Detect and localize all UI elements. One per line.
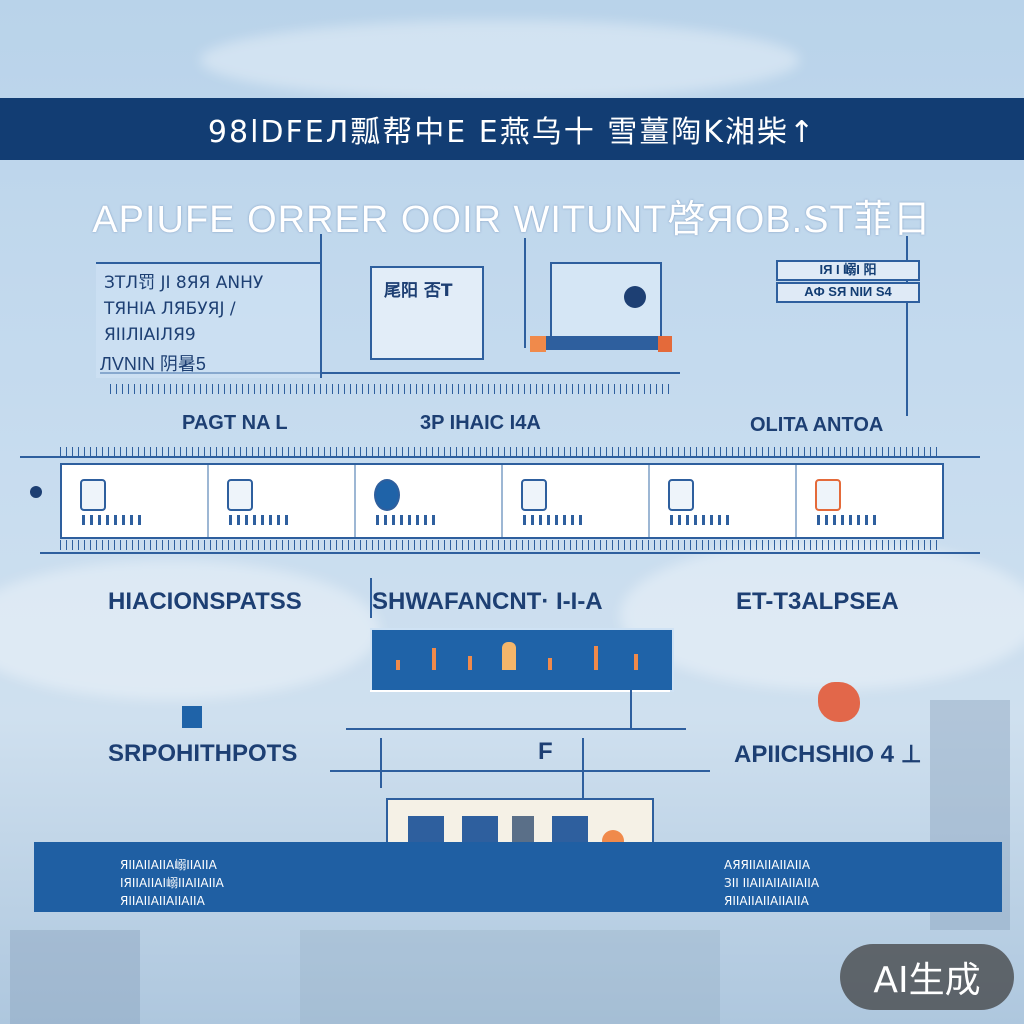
- monitor-graphic: [550, 262, 662, 342]
- window: [462, 816, 498, 846]
- connector-line: [370, 578, 372, 618]
- connector-line: [346, 728, 686, 730]
- indicator-dots: [82, 515, 142, 525]
- window: [552, 816, 588, 846]
- tick-rail: [60, 447, 940, 457]
- activity-mark: [548, 658, 552, 670]
- background-cloud: [200, 20, 800, 100]
- bottom-right-line: ЗII IIAIIAIIAIIAIIA: [724, 876, 820, 890]
- label-upper-mid: 3P IHAIC I4A: [420, 412, 541, 434]
- activity-mark: [502, 642, 516, 670]
- chart-icon: [227, 479, 253, 511]
- document-icon: [521, 479, 547, 511]
- label-low-center: F: [538, 738, 553, 765]
- top-banner: 98lDFЕЛ瓢帮中E E燕乌十 雪薑陶K湘柴↑: [0, 98, 1024, 160]
- tick-rail: [60, 540, 940, 550]
- indicator-dots: [817, 515, 877, 525]
- bottom-left-text: ЯIIAIIAIIA嵶IIAIIA IЯIIAIIAI嵶IIAIIAIIA ЯI…: [120, 856, 224, 910]
- indicator-dots: [523, 515, 583, 525]
- module-strip: [60, 463, 944, 539]
- connector-line: [630, 690, 632, 730]
- left-panel-line: ЛVNIN 阴暑5: [100, 354, 206, 374]
- bottom-left-line: ЯIIAIIAIIAIIAIIA: [120, 894, 205, 908]
- warning-marker: [530, 336, 546, 352]
- bottom-left-line: IЯIIAIIAI嵶IIAIIAIIA: [120, 876, 224, 890]
- center-info-box: 尾阳 否T: [370, 266, 484, 360]
- monitor-base: [530, 336, 670, 350]
- connector-line: [906, 236, 908, 416]
- background-cloud: [0, 560, 380, 700]
- indicator-dots: [376, 515, 436, 525]
- camera-icon: [624, 286, 646, 308]
- connector-line: [524, 238, 526, 348]
- module-card: [503, 465, 650, 537]
- label-upper-right: OLITA ANTOA: [750, 414, 884, 436]
- label-mid-left: HIACIONSPATSS: [108, 588, 302, 615]
- indicator-dots: [229, 515, 289, 525]
- bottom-info-band: ЯIIAIIAIIA嵶IIAIIA IЯIIAIIAI嵶IIAIIAIIA ЯI…: [34, 842, 1002, 912]
- alert-icon: [815, 479, 841, 511]
- left-panel-line: ЗТЛ罚 JI 8ЯЯ ANНУ: [104, 273, 264, 293]
- activity-mark: [432, 648, 436, 670]
- label-mid-center: SHWAFANCNT· I-I-A: [372, 588, 603, 615]
- bottom-right-text: AЯЯIIAIIAIIAIIA ЗII IIAIIAIIAIIAIIA ЯIIA…: [724, 856, 819, 910]
- connector-line: [380, 738, 382, 788]
- tick-rail: [110, 384, 670, 394]
- right-tag-2: AФ SЯ NIИ S4: [776, 282, 920, 303]
- connector-line: [20, 456, 980, 458]
- left-panel-footer: ЛVNIN 阴暑5: [100, 350, 206, 376]
- label-upper-left: PAGT NA L: [182, 412, 288, 434]
- node-dot-icon: [30, 486, 42, 498]
- ai-generated-badge: AI生成: [840, 944, 1014, 1010]
- module-card: [650, 465, 797, 537]
- module-card: [356, 465, 503, 537]
- warning-marker: [658, 336, 672, 352]
- marker-icon: [182, 706, 202, 728]
- bottom-right-line: ЯIIAIIAIIAIIAIIA: [724, 894, 809, 908]
- activity-mark: [594, 646, 598, 670]
- right-tag-1: IЯ I 嵶I 阳: [776, 260, 920, 281]
- data-bar-panel: [370, 628, 674, 692]
- left-panel-line: ЯIIЛIAIЛЯ9: [104, 325, 196, 345]
- flame-icon: [818, 682, 860, 722]
- document-icon: [80, 479, 106, 511]
- connector-line: [370, 690, 670, 692]
- headline: APIUFE ORRER OOIR WITUNT啓ЯOB.ST菲日: [92, 199, 932, 241]
- module-card: [797, 465, 942, 537]
- background-building: [10, 930, 140, 1024]
- connector-line: [582, 738, 584, 798]
- connector-line: [330, 770, 710, 772]
- banner-title: 98lDFЕЛ瓢帮中E E燕乌十 雪薑陶K湘柴↑: [207, 115, 817, 150]
- label-low-left: SRPOHITHPOTS: [108, 740, 298, 767]
- left-info-panel: ЗТЛ罚 JI 8ЯЯ ANНУ ТЯНIA ЛЯБУЯJ / ЯIIЛIAIЛ…: [96, 262, 322, 378]
- center-box-text: 尾阳 否T: [384, 281, 453, 301]
- module-card: [209, 465, 356, 537]
- indicator-dots: [670, 515, 730, 525]
- activity-mark: [468, 656, 472, 670]
- label-low-right: APIICHSHIO 4 ⊥: [734, 741, 922, 768]
- globe-icon: [374, 479, 400, 511]
- bottom-right-line: AЯЯIIAIIAIIAIIA: [724, 858, 811, 872]
- connector-line: [100, 372, 680, 374]
- bottom-left-line: ЯIIAIIAIIA嵶IIAIIA: [120, 858, 217, 872]
- module-card: [62, 465, 209, 537]
- document-icon: [668, 479, 694, 511]
- background-cloud: [620, 540, 1024, 690]
- label-mid-right: ET-T3ALPSEA: [736, 588, 899, 615]
- connector-line: [40, 552, 980, 554]
- activity-mark: [634, 654, 638, 670]
- background-building: [300, 930, 720, 1024]
- activity-mark: [396, 660, 400, 670]
- window: [408, 816, 444, 846]
- left-panel-line: ТЯНIA ЛЯБУЯJ /: [104, 299, 236, 319]
